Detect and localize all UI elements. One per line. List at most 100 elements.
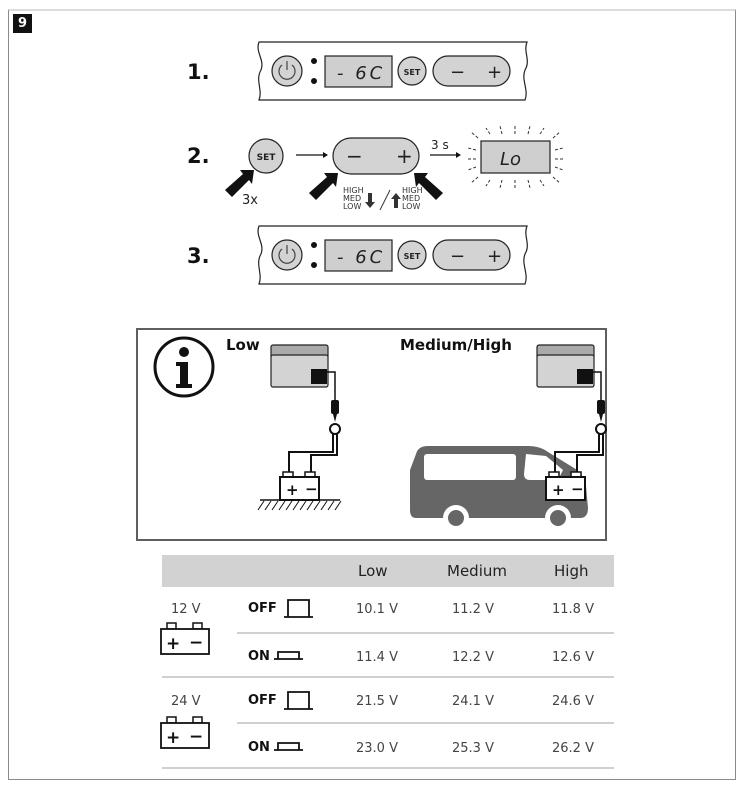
on-lid-icon xyxy=(274,742,303,751)
set-button[interactable]: SET xyxy=(397,56,427,86)
off-lid-icon xyxy=(284,691,313,710)
low-scenario-diagram: +− xyxy=(257,344,342,511)
svg-text:MED: MED xyxy=(343,194,361,203)
cell-value: 11.8 V xyxy=(552,602,594,617)
arrow-up-icon xyxy=(391,193,401,208)
off-lid-icon xyxy=(284,599,313,618)
car-plug-icon xyxy=(597,400,605,422)
power-button[interactable] xyxy=(271,55,303,87)
cell-value: 10.1 V xyxy=(356,602,398,617)
cell-value: 21.5 V xyxy=(356,694,398,709)
table-header: Low Medium High xyxy=(162,555,614,587)
figure-number: 9 xyxy=(13,14,32,33)
plus-label: + xyxy=(396,144,413,168)
cell-value: 11.2 V xyxy=(452,602,494,617)
svg-text:SET: SET xyxy=(257,153,277,163)
state-on: ON xyxy=(248,740,270,755)
svg-text:−: − xyxy=(189,727,203,747)
lcd-text: - 6C xyxy=(337,247,385,268)
svg-text:+: + xyxy=(166,728,180,748)
power-icon xyxy=(278,61,296,80)
press-arrow-icon xyxy=(309,173,338,200)
delay-label: 3 s xyxy=(431,138,449,152)
plus-label: + xyxy=(487,62,502,83)
svg-text:LOW: LOW xyxy=(402,202,420,211)
row-divider xyxy=(237,632,614,634)
battery-icon: +− xyxy=(160,716,210,749)
state-off: OFF xyxy=(248,693,277,708)
cooler-icon xyxy=(270,344,329,388)
lcd-display xyxy=(324,239,393,272)
svg-text:MED: MED xyxy=(402,194,420,203)
step-2-label: 2. xyxy=(187,144,210,168)
cooler-icon xyxy=(536,344,595,388)
ground-icon xyxy=(257,499,342,511)
cell-value: 23.0 V xyxy=(356,741,398,756)
minus-plus-button[interactable]: − + xyxy=(332,137,420,175)
arrow-right-icon xyxy=(430,152,461,158)
lcd-display xyxy=(324,55,393,88)
control-panel-step-1: - 6C SET − + xyxy=(257,41,528,101)
minus-label: − xyxy=(450,62,465,83)
minus-plus-button[interactable]: − + xyxy=(432,55,511,87)
minus-label: − xyxy=(346,144,363,168)
svg-text:LOW: LOW xyxy=(343,202,361,211)
led-indicator xyxy=(311,78,317,84)
state-off: OFF xyxy=(248,601,277,616)
minus-plus-button[interactable]: − + xyxy=(432,239,511,271)
set-button[interactable]: SET xyxy=(397,240,427,270)
divider-slash xyxy=(379,189,391,211)
press-count: 3x xyxy=(242,193,258,208)
level-down-legend: HIGH MED LOW xyxy=(343,186,375,211)
medium-high-scenario-diagram: +− xyxy=(410,344,607,531)
socket-icon xyxy=(329,423,341,435)
group-divider xyxy=(162,676,614,678)
van-icon xyxy=(410,446,588,531)
step-3-label: 3. xyxy=(187,244,210,268)
on-lid-icon xyxy=(274,651,303,660)
arrow-right-icon xyxy=(296,152,328,158)
press-arrow-icon xyxy=(225,170,254,197)
state-on: ON xyxy=(248,649,270,664)
svg-text:HIGH: HIGH xyxy=(343,186,364,195)
svg-text:+: + xyxy=(166,634,180,654)
voltage-table: Low Medium High xyxy=(162,555,614,587)
header-high: High xyxy=(554,562,589,580)
info-box xyxy=(136,328,607,541)
svg-text:−: − xyxy=(305,480,318,498)
header-low: Low xyxy=(358,562,388,580)
press-arrow-icon xyxy=(414,173,443,200)
battery-icon: +− xyxy=(545,471,586,501)
power-icon xyxy=(278,245,296,264)
header-medium: Medium xyxy=(447,562,507,580)
medium-high-label: Medium/High xyxy=(400,336,512,354)
row-divider xyxy=(237,722,614,724)
cell-value: 26.2 V xyxy=(552,741,594,756)
set-button[interactable]: SET xyxy=(248,138,284,174)
low-label: Low xyxy=(226,336,260,354)
svg-text:SET: SET xyxy=(404,252,421,261)
svg-text:+: + xyxy=(286,481,299,499)
plus-label: + xyxy=(487,246,502,267)
cell-value: 24.6 V xyxy=(552,694,594,709)
blinking-display: Lo xyxy=(467,125,564,189)
cell-value: 25.3 V xyxy=(452,741,494,756)
svg-text:HIGH: HIGH xyxy=(402,186,423,195)
led-indicator xyxy=(311,262,317,268)
cell-value: 24.1 V xyxy=(452,694,494,709)
socket-icon xyxy=(595,423,607,435)
table-bottom-rule xyxy=(162,767,614,769)
svg-text:SET: SET xyxy=(404,68,421,77)
battery-voltage-12v: 12 V xyxy=(171,602,201,617)
control-panel-step-3: - 6C SET − + xyxy=(257,225,528,285)
lcd-text: - 6C xyxy=(337,63,385,84)
info-icon xyxy=(153,336,215,398)
led-indicator xyxy=(311,242,317,248)
svg-text:−: − xyxy=(571,480,584,498)
cell-value: 12.6 V xyxy=(552,650,594,665)
power-button[interactable] xyxy=(271,239,303,271)
arrow-down-icon xyxy=(365,193,375,208)
cell-value: 11.4 V xyxy=(356,650,398,665)
level-up-legend: HIGH MED LOW xyxy=(391,186,423,211)
led-indicator xyxy=(311,58,317,64)
